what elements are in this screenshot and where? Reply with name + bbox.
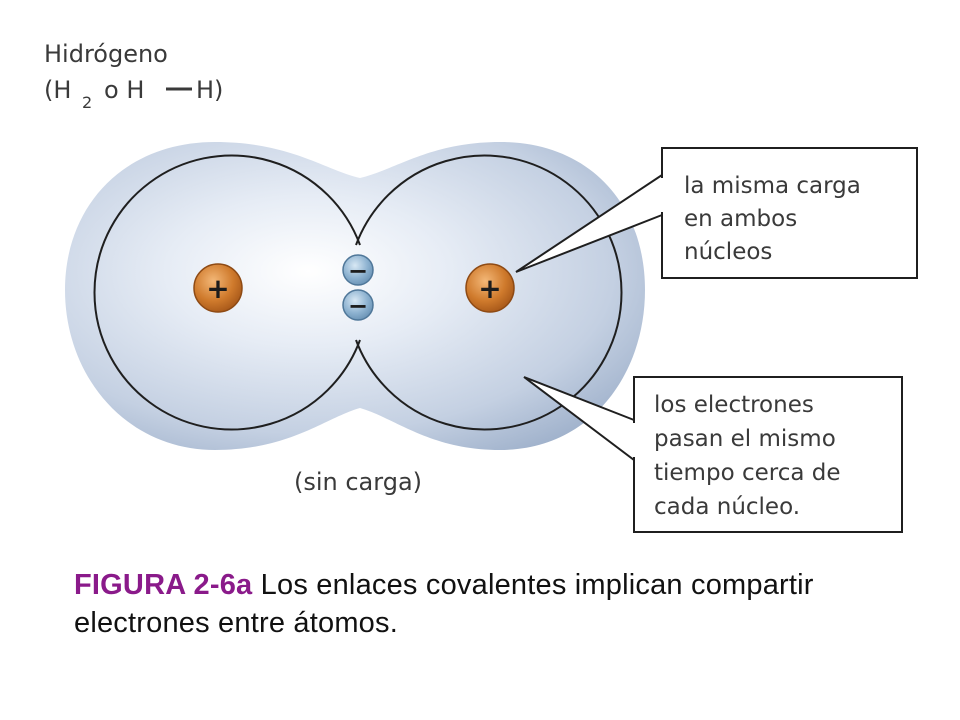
electron-top-symbol: − bbox=[348, 257, 368, 285]
callout-electrons-time-line-3: tiempo cerca de bbox=[654, 460, 841, 486]
shared-electron-top: − bbox=[342, 254, 374, 286]
electron-bottom-symbol: − bbox=[348, 292, 368, 320]
left-nucleus: + bbox=[193, 263, 243, 313]
callout-electrons-time: los electrones pasan el mismo tiempo cer… bbox=[523, 376, 903, 533]
right-nucleus-symbol: + bbox=[478, 272, 501, 305]
formula-rest: o H bbox=[104, 76, 144, 104]
right-atom-orbit bbox=[355, 154, 623, 431]
left-atom-orbit bbox=[93, 154, 361, 431]
figure-caption-text: Los enlaces covalentes implican comparti… bbox=[74, 569, 814, 639]
figure-caption: FIGURA 2-6a Los enlaces covalentes impli… bbox=[74, 566, 834, 642]
shared-electron-bottom: − bbox=[342, 289, 374, 321]
callout-electrons-time-line-4: cada núcleo. bbox=[654, 494, 800, 520]
formula-end: H) bbox=[196, 76, 223, 104]
callout-electrons-time-line-1: los electrones bbox=[654, 392, 814, 418]
figure-number: FIGURA 2-6a bbox=[74, 569, 253, 601]
callout-same-charge-box bbox=[661, 147, 918, 279]
right-nucleus: + bbox=[465, 263, 515, 313]
charge-label: (sin carga) bbox=[294, 468, 422, 496]
molecule-formula: (H 2 o H H) bbox=[44, 76, 223, 112]
callout-same-charge: la misma carga en ambos núcleos bbox=[515, 147, 918, 279]
formula-subscript: 2 bbox=[82, 93, 92, 112]
formula-open: (H bbox=[44, 76, 71, 104]
left-nucleus-symbol: + bbox=[206, 272, 229, 305]
molecule-name: Hidrógeno bbox=[44, 40, 168, 68]
callout-same-charge-line-3: núcleos bbox=[684, 239, 772, 265]
callout-same-charge-line-2: en ambos bbox=[684, 206, 797, 232]
callout-electrons-time-line-2: pasan el mismo bbox=[654, 426, 836, 452]
callout-same-charge-line-1: la misma carga bbox=[684, 173, 861, 199]
